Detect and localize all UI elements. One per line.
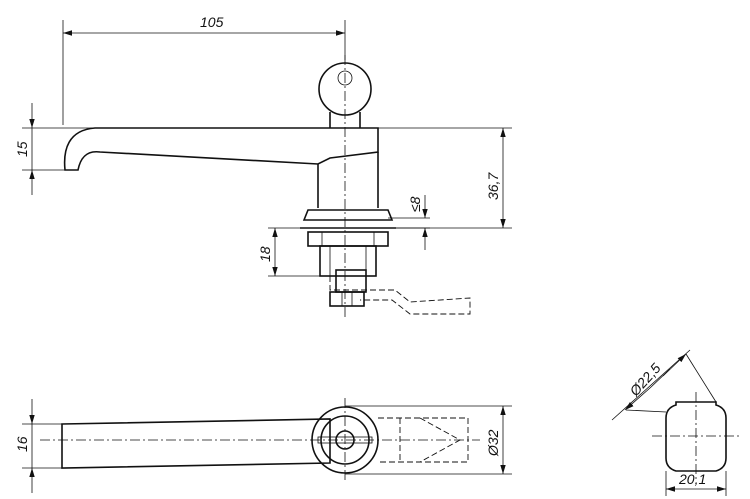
- dim-handle-height: 15: [14, 141, 30, 157]
- dim-panel-thickness: ≤8: [407, 196, 423, 212]
- dim-thread-length: 18: [257, 246, 273, 262]
- key-hole: [337, 70, 353, 86]
- cam-screw: [329, 291, 365, 307]
- octagon-detail: Ø22,5 20,1: [611, 349, 740, 496]
- lever-top: [61, 418, 331, 469]
- dim-octagon-flats: 20,1: [678, 471, 706, 487]
- cam-outline: [329, 276, 471, 315]
- threaded-body: [319, 245, 377, 277]
- dim-rosette-diameter: Ø32: [485, 429, 501, 457]
- dim-overall-length: 105: [200, 14, 224, 30]
- lever-handle: [63, 127, 379, 171]
- hex-nut: [307, 231, 389, 247]
- side-view: 105 15 36,7 ≤8 18: [14, 14, 512, 318]
- dim-body-height: 36,7: [485, 172, 501, 200]
- flange: [302, 209, 394, 221]
- dim-lever-width: 16: [14, 436, 30, 452]
- octagon-profile: [665, 401, 727, 472]
- top-view: 16 Ø32: [14, 398, 512, 493]
